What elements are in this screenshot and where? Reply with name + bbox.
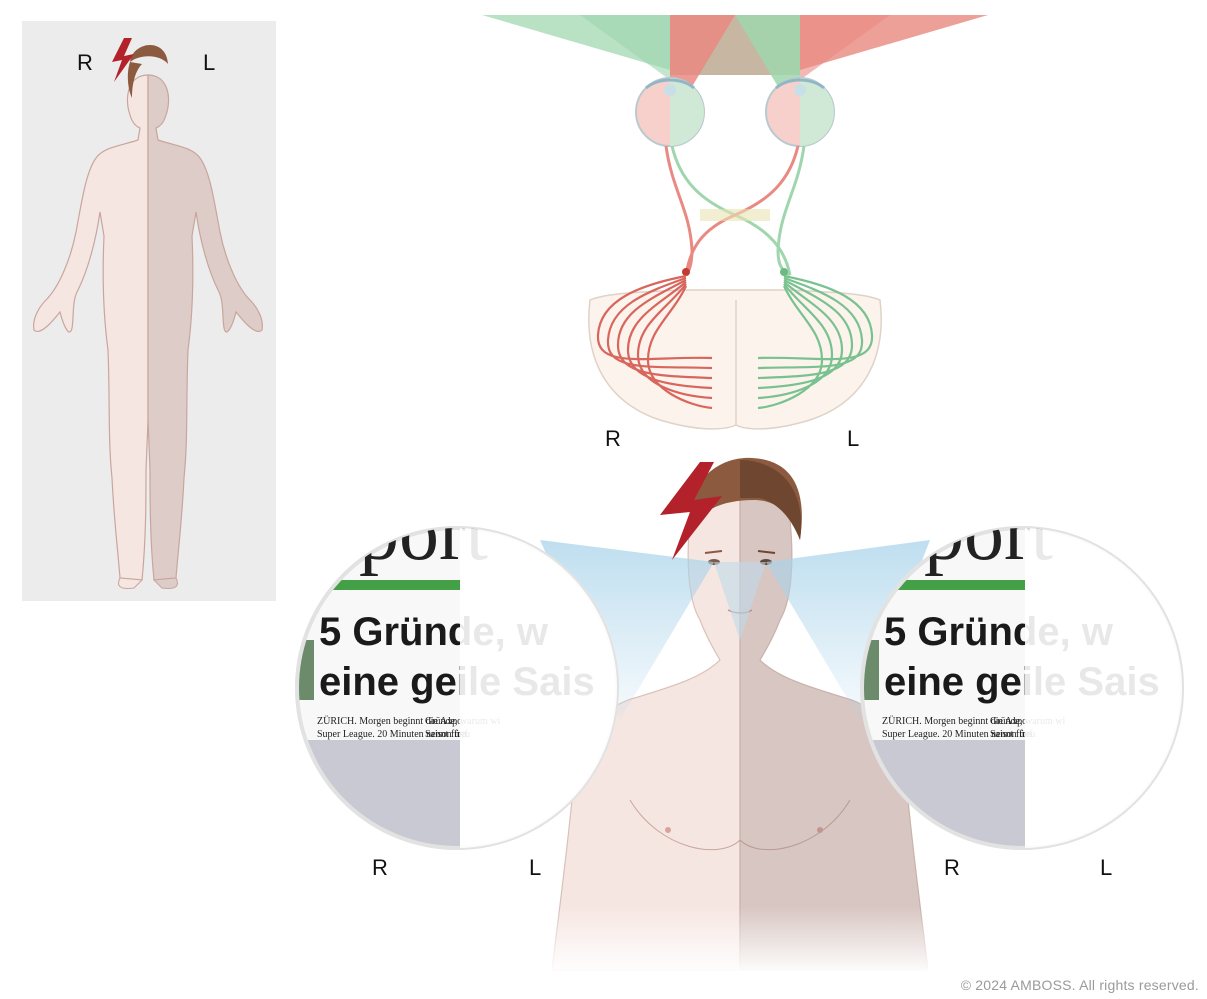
lens1-left-label: L	[529, 855, 542, 880]
body-right-label: R	[77, 50, 93, 75]
body-col1-line1-2: ZÜRICH. Morgen beginnt die Axpo	[882, 716, 1028, 727]
body-col2-line2: Saison freu	[425, 729, 471, 740]
torso-lightning-icon	[660, 462, 722, 560]
body-col1-line2: Super League. 20 Minuten nennt fünf	[317, 729, 468, 740]
lens1-right-label: R	[372, 855, 388, 880]
right-eye	[635, 77, 705, 147]
left-eye	[765, 77, 835, 147]
visual-pathway-diagram	[482, 15, 988, 430]
body-left-label: L	[203, 50, 216, 75]
lens-2-text: port 5 Gründe, w eine geile Sais ZÜRICH.…	[862, 528, 1182, 848]
lens2-right-label: R	[944, 855, 960, 880]
optic-chiasm	[664, 145, 806, 277]
lens-2-wash	[1025, 528, 1182, 848]
copyright-notice: © 2024 AMBOSS. All rights reserved.	[960, 977, 1199, 993]
lens2-left-label: L	[1100, 855, 1113, 880]
body-col1-line2-2: Super League. 20 Minuten nennt fünf	[882, 729, 1033, 740]
brain-right-label: R	[605, 426, 621, 451]
body-col2-line2-2: Saison freu	[990, 729, 1036, 740]
lens-1-wash	[460, 528, 617, 848]
body-col1-line1: ZÜRICH. Morgen beginnt die Axpo	[317, 716, 463, 727]
occipital-lobes	[588, 274, 882, 430]
lightning-icon	[112, 38, 134, 82]
lens-1-text: port 5 Gründe, w eine geile Sais ZÜRICH.…	[297, 528, 617, 848]
body-panel	[22, 21, 276, 601]
body-silhouette	[33, 44, 263, 589]
brain-left-label: L	[847, 426, 860, 451]
